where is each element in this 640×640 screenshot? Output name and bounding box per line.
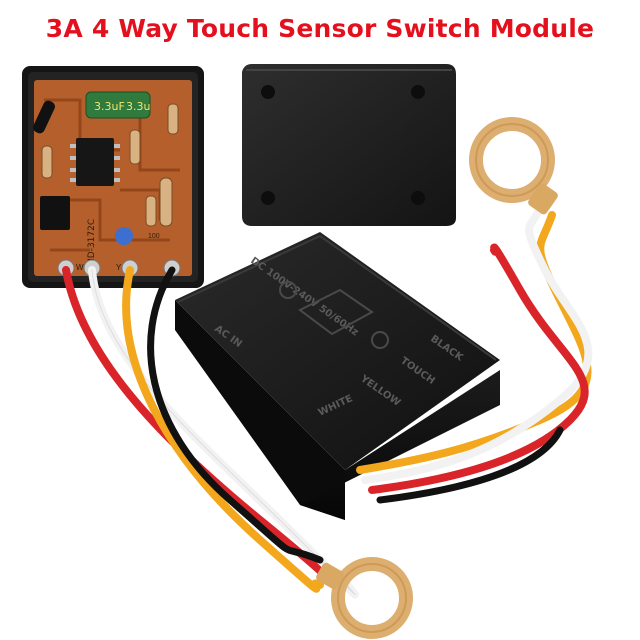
product-title: 3A 4 Way Touch Sensor Switch Module xyxy=(45,14,595,43)
module-wires xyxy=(356,208,593,504)
capacitor xyxy=(85,91,151,119)
pad-label-y: Y xyxy=(116,263,122,272)
closed-module: DC 100V-240V 50/60Hz BLACK TOUCH YELLOW … xyxy=(175,232,500,520)
capacitor-label: 3.3uF xyxy=(94,100,125,113)
module-top xyxy=(175,232,500,470)
ring-terminal-top xyxy=(469,117,558,215)
resistors xyxy=(41,103,179,227)
blue-capacitor xyxy=(115,227,133,245)
ic-chip xyxy=(76,138,114,186)
open-enclosure-with-pcb: 3.3uF 3.3u HD-3172C xyxy=(22,66,204,288)
triac xyxy=(40,196,70,230)
board-code: HD-3172C xyxy=(87,219,97,265)
pad-label-100: 100 xyxy=(148,233,160,240)
pad-label-w: W xyxy=(76,263,84,272)
enclosure-lid xyxy=(242,64,456,226)
ring-terminal-bottom xyxy=(316,557,413,639)
capacitor-label-2: 3.3u xyxy=(126,100,150,113)
